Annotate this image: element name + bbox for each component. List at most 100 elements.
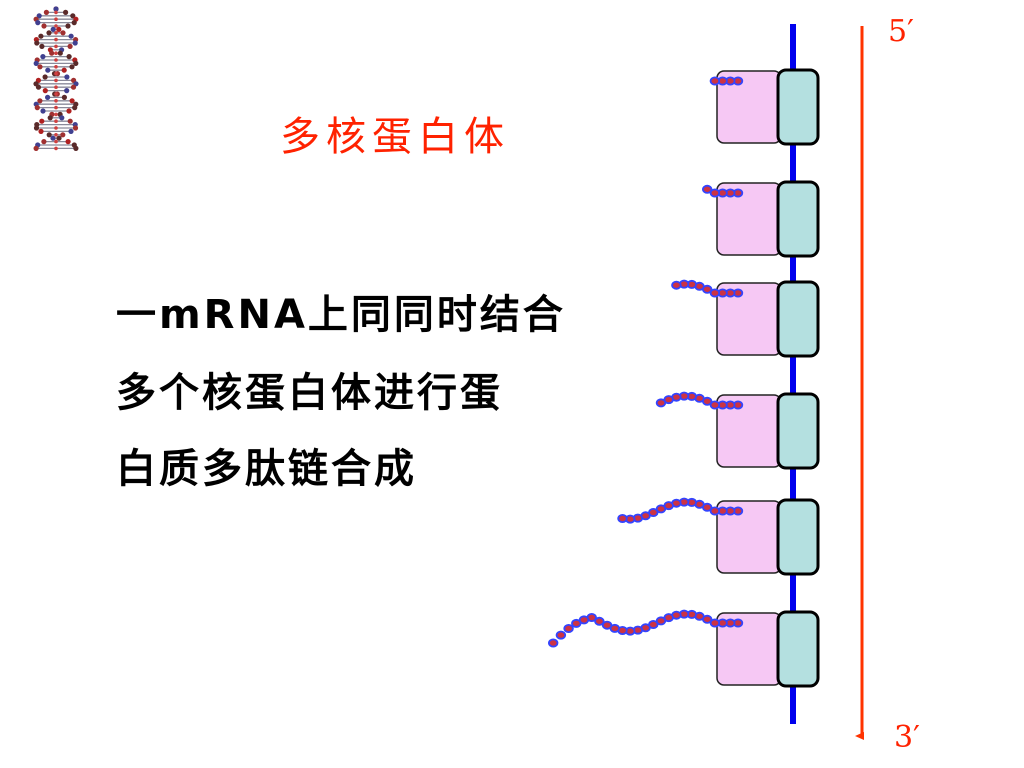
ribosome xyxy=(548,609,820,688)
dna-atom xyxy=(38,33,44,39)
dna-atom xyxy=(35,20,41,26)
amino-acid-bead xyxy=(702,184,713,194)
amino-acid-bead xyxy=(655,504,667,514)
dna-atom xyxy=(64,88,70,94)
dna-atom xyxy=(54,10,58,15)
peptide-chain xyxy=(702,184,744,198)
dna-atom xyxy=(53,6,59,12)
dna-atom xyxy=(54,85,58,89)
amino-acid-bead xyxy=(655,398,667,408)
dna-atom xyxy=(41,139,47,145)
dna-atom xyxy=(54,44,58,49)
dna-atom xyxy=(42,88,48,94)
dna-atom xyxy=(68,33,74,39)
dna-atom xyxy=(43,9,49,15)
dna-atom xyxy=(35,84,42,90)
dna-atom xyxy=(33,125,40,131)
dna-atom xyxy=(61,67,67,73)
dna-atom xyxy=(49,50,55,56)
dna-atom xyxy=(54,78,58,83)
dna-atom xyxy=(59,115,65,121)
dna-atom xyxy=(54,105,58,110)
dna-atom xyxy=(72,125,79,131)
amino-acid-bead xyxy=(709,76,721,86)
peptide-chain xyxy=(709,76,744,86)
dna-atom xyxy=(70,84,77,90)
dna-atom xyxy=(41,23,47,29)
slide-title: 多核蛋白体 xyxy=(280,114,510,160)
dna-atom xyxy=(50,135,56,141)
dna-atom xyxy=(54,37,58,42)
dna-atom xyxy=(72,40,78,46)
dna-atom xyxy=(67,43,73,50)
dna-atom xyxy=(39,43,45,50)
amino-acid-bead xyxy=(555,630,567,640)
dna-helix-icon xyxy=(33,6,79,151)
dna-atom xyxy=(46,30,52,36)
dna-atom xyxy=(65,23,71,29)
amino-acid-bead xyxy=(709,400,721,410)
amino-acid-bead xyxy=(548,638,559,648)
dna-atom xyxy=(37,64,43,70)
ribosome xyxy=(655,391,820,470)
dna-atom xyxy=(73,60,79,66)
dna-atom xyxy=(37,98,43,104)
dna-atom xyxy=(45,94,51,100)
dna-atom xyxy=(54,58,58,62)
amino-acid-bead xyxy=(578,615,590,625)
body-text-line-2: 多个核蛋白体进行蛋 xyxy=(116,370,503,416)
dna-atom xyxy=(46,132,52,138)
amino-acid-bead xyxy=(709,288,721,298)
five-prime-label: 5′ xyxy=(888,14,914,49)
dna-atom xyxy=(42,74,48,80)
dna-atom xyxy=(60,30,66,36)
amino-acid-bead xyxy=(617,514,628,524)
ribosome xyxy=(702,180,820,258)
dna-atom xyxy=(54,24,58,28)
dna-atom xyxy=(47,115,53,121)
dna-atom xyxy=(54,17,58,21)
amino-acid-bead xyxy=(671,280,682,290)
dna-atom xyxy=(33,60,39,66)
ribosome-large-subunit xyxy=(776,392,820,470)
dna-atom xyxy=(65,139,71,145)
dna-atom xyxy=(61,94,67,100)
dna-atom xyxy=(71,20,77,26)
dna-atom xyxy=(54,112,58,117)
amino-acid-bead xyxy=(563,624,574,634)
amino-acid-bead xyxy=(594,616,605,626)
dna-atom xyxy=(54,51,58,55)
peptide-chain xyxy=(655,391,744,410)
amino-acid-bead xyxy=(655,616,667,626)
body-text-line-1: 一mRNA上同同时结合 xyxy=(116,292,566,338)
peptide-chain xyxy=(671,279,744,298)
ribosome-large-subunit xyxy=(776,280,820,358)
dna-atom xyxy=(54,139,58,144)
dna-atom xyxy=(73,145,79,151)
dna-atom xyxy=(50,26,56,32)
dna-atom xyxy=(54,146,58,151)
ribosome xyxy=(617,497,820,576)
ribosome xyxy=(671,279,820,358)
ribosome-large-subunit xyxy=(776,610,820,688)
dna-atom xyxy=(54,31,58,35)
dna-atom xyxy=(57,50,63,56)
dna-atom xyxy=(54,71,58,76)
peptide-chain xyxy=(617,497,744,524)
dna-atom xyxy=(66,108,72,114)
three-prime-label: 3′ xyxy=(894,720,920,755)
ribosome xyxy=(709,68,820,146)
dna-atom xyxy=(39,118,45,124)
dna-atom xyxy=(33,145,39,151)
dna-atom xyxy=(54,92,58,96)
amino-acid-bead xyxy=(709,506,721,516)
dna-atom xyxy=(72,105,78,111)
dna-atom xyxy=(66,54,72,60)
amino-acid-bead xyxy=(571,618,582,628)
dna-atom xyxy=(54,65,58,69)
dna-atom xyxy=(56,26,62,32)
dna-atom xyxy=(34,40,40,46)
dna-atom xyxy=(34,105,40,111)
dna-atom xyxy=(54,133,58,137)
